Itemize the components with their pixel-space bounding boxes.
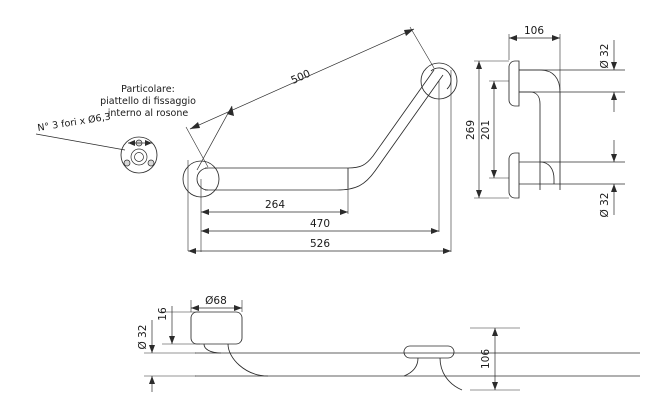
- main-view-group: 500 264 470 526: [182, 26, 458, 254]
- dim-264-label: 264: [265, 199, 285, 211]
- side-top-flange: [508, 60, 520, 107]
- detail-view-group: N° 3 fori x Ø6,3 Particolare: piattello …: [35, 84, 234, 174]
- left-tube-endcap: [196, 167, 209, 191]
- dim-106b-arrow-top: [492, 328, 498, 336]
- bottom-right-flange: [403, 345, 455, 359]
- dim-470-arrow-left: [201, 228, 209, 234]
- dim-106b-label: 106: [480, 349, 492, 369]
- bottom-right-fillet-outer: [439, 357, 463, 391]
- dim-16-label: 16: [157, 307, 169, 321]
- dim-dia32-bottom-arrow-upper: [611, 154, 617, 162]
- bottom-left-flange: [190, 311, 243, 345]
- dim-470-arrow-right: [431, 228, 439, 234]
- side-top-tube-outer-edge: [519, 69, 561, 190]
- dim-16-arrow: [169, 336, 175, 344]
- dim-dia68-label: Ø68: [205, 295, 227, 307]
- detail-hole-arrow-right: [145, 140, 152, 146]
- dim-106-arrow-right: [552, 35, 560, 41]
- dim-500-arrow-left: [190, 122, 200, 129]
- detail-caption-line3: interno al rosone: [108, 108, 189, 119]
- dim-201-arrow-top: [491, 81, 497, 89]
- dim-526-arrow-right: [443, 248, 451, 254]
- dim-201-arrow-bottom: [491, 170, 497, 178]
- bar-diagonal-top-edge: [347, 69, 435, 169]
- mounting-hole-left: [123, 159, 131, 167]
- mounting-hole-right: [147, 159, 155, 167]
- detail-to-bar-leader: [196, 105, 233, 171]
- dim-dia68-arrow-left: [191, 305, 199, 311]
- bottom-view-group: 16 Ø68 Ø 32 106: [137, 295, 640, 392]
- dim-dia32-top-label: Ø 32: [599, 44, 611, 69]
- dim-dia32-top-arrow-upper: [611, 62, 617, 70]
- dim-dia68-arrow-right: [234, 305, 242, 311]
- dim-dia32b-label: Ø 32: [137, 325, 149, 350]
- bottom-right-fillet-inner: [403, 357, 419, 377]
- holes-note-leader: [35, 133, 126, 151]
- detail-caption-line2: piattello di fissaggio: [100, 96, 196, 107]
- dim-470-label: 470: [310, 218, 330, 230]
- detail-to-bar-arrow: [227, 106, 234, 116]
- dim-269-arrow-top: [476, 61, 482, 69]
- mounting-plate-center-boss: [130, 148, 148, 166]
- bar-diagonal-bottom-edge: [336, 74, 444, 191]
- side-view-group: 106 Ø 32 Ø 32 269: [465, 25, 625, 217]
- dim-500-label: 500: [289, 68, 312, 87]
- dim-106b-arrow-bottom: [492, 382, 498, 390]
- dim-526-arrow-left: [188, 248, 196, 254]
- dim-500-line: [189, 28, 415, 130]
- dim-500-arrow-right: [404, 29, 414, 36]
- bottom-left-fillet-inner: [203, 343, 222, 354]
- holes-note-label: N° 3 fori x Ø6,3: [37, 112, 112, 134]
- dim-dia32-bottom-arrow-lower: [611, 184, 617, 192]
- detail-caption-line1: Particolare:: [121, 84, 175, 95]
- dim-dia32-top-arrow-lower: [611, 92, 617, 100]
- dim-dia32b-arrow-lower: [149, 376, 155, 384]
- dim-264-arrow-right: [340, 209, 348, 215]
- dim-269-label: 269: [465, 120, 477, 140]
- detail-hole-arrow-left: [128, 140, 135, 146]
- dim-201-label: 201: [480, 120, 492, 140]
- dim-500-ext-left: [185, 126, 209, 168]
- dim-dia32-bottom-label: Ø 32: [599, 193, 611, 218]
- dim-dia32b-arrow-upper: [149, 345, 155, 353]
- side-bottom-flange: [508, 152, 520, 199]
- right-tube-endcap: [430, 67, 452, 90]
- mounting-plate-outline: [120, 136, 158, 174]
- dim-106-arrow-left: [509, 35, 517, 41]
- dim-269-arrow-bottom: [476, 190, 482, 198]
- mounting-plate-center-hole: [134, 152, 144, 162]
- dim-264-arrow-left: [201, 209, 209, 215]
- dim-526-label: 526: [310, 238, 330, 250]
- dim-500-ext-right: [409, 26, 435, 69]
- side-bottom-tube-fillet: [539, 161, 555, 184]
- dim-106-label: 106: [524, 25, 544, 37]
- side-top-tube-inner-edge: [519, 91, 541, 190]
- bottom-left-fillet-outer: [227, 343, 269, 377]
